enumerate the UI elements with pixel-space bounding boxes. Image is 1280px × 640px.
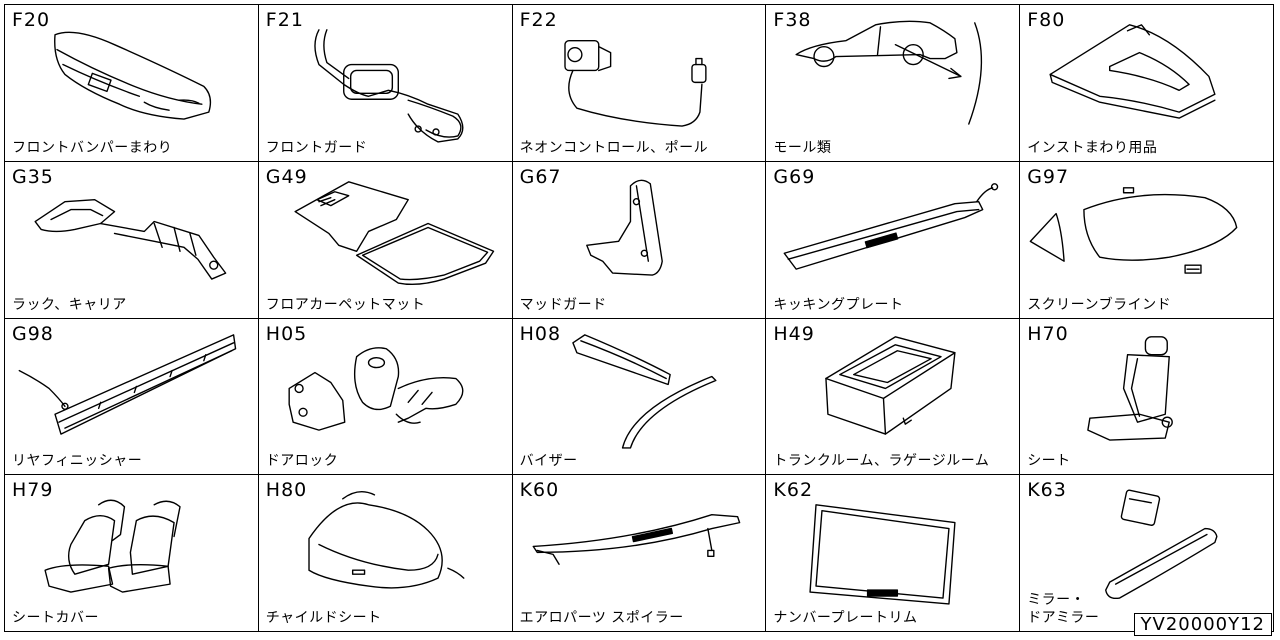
screen-blind-icon <box>1029 186 1238 274</box>
category-code: H08 <box>519 322 562 345</box>
category-label: リヤフィニッシャー <box>12 453 143 470</box>
mirror-icon <box>1105 489 1218 600</box>
category-code: H05 <box>265 322 308 345</box>
cell-h49[interactable]: H49 トランクルーム、ラゲージルーム <box>766 318 1021 476</box>
child-seat-icon <box>308 491 465 589</box>
cell-f80[interactable]: F80 インストまわり用品 <box>1020 5 1274 162</box>
category-label: スクリーンブラインド <box>1027 296 1172 313</box>
category-label: マッドガード <box>519 296 607 313</box>
front-guard-icon <box>314 29 464 143</box>
cell-f22[interactable]: F22 ネオンコントロール、ポール <box>512 5 767 162</box>
category-code: F22 <box>519 9 558 31</box>
category-label: トランクルーム、ラゲージルーム <box>773 453 990 470</box>
category-label: チャイルドシート <box>265 610 382 626</box>
rear-finisher-icon <box>18 333 237 435</box>
visor-icon <box>571 333 717 449</box>
category-code: G35 <box>12 165 54 188</box>
category-code: G97 <box>1027 165 1070 188</box>
category-label: ドアロック <box>265 453 339 470</box>
category-label: ミラー・ ドアミラー <box>1027 592 1100 626</box>
door-lock-icon <box>288 346 464 431</box>
category-label: インストまわり用品 <box>1027 139 1158 156</box>
cell-f20[interactable]: F20 フロントバンパーまわり <box>5 5 259 162</box>
category-label: シート <box>1027 453 1071 470</box>
cell-h70[interactable]: H70 シート <box>1020 318 1274 476</box>
cell-h80[interactable]: H80 チャイルドシート <box>258 475 513 632</box>
category-label: キッキングプレート <box>773 296 904 313</box>
cell-g67[interactable]: G67 マッドガード <box>512 161 767 319</box>
category-code: G98 <box>12 322 54 345</box>
category-label: ナンバープレートリム <box>773 610 918 626</box>
cell-f38[interactable]: F38 モール類 <box>766 5 1021 162</box>
catalog-id: YV20000Y12 <box>1133 613 1272 636</box>
neon-control-pole-icon <box>563 40 707 127</box>
cell-k60[interactable]: K60 エアロパーツ スポイラー <box>512 475 767 632</box>
category-label: ネオンコントロール、ポール <box>519 139 709 156</box>
category-label: フロアカーペットマット <box>265 296 426 313</box>
cell-f21[interactable]: F21 フロントガード <box>258 5 513 162</box>
category-code: F80 <box>1027 9 1066 31</box>
cell-g69[interactable]: G69 キッキングプレート <box>766 161 1021 319</box>
category-label: フロントガード <box>265 139 368 156</box>
cell-g97[interactable]: G97 スクリーンブラインド <box>1020 161 1274 319</box>
category-code: H79 <box>12 479 54 502</box>
category-code: G49 <box>265 165 308 188</box>
category-code: H49 <box>773 322 815 345</box>
category-code: K63 <box>1027 479 1067 502</box>
kicking-plate-icon <box>783 182 999 270</box>
category-label: シートカバー <box>12 610 99 626</box>
trunk-box-icon <box>825 335 956 435</box>
category-code: K60 <box>519 479 560 502</box>
floor-mat-icon <box>294 180 495 285</box>
category-code: H70 <box>1027 322 1069 345</box>
plate-rim-icon <box>809 504 956 605</box>
category-label: ラック、キャリア <box>12 296 127 313</box>
cell-h79[interactable]: H79 シートカバー <box>5 475 259 632</box>
cell-g98[interactable]: G98 リヤフィニッシャー <box>5 318 259 476</box>
category-code: G67 <box>519 165 562 188</box>
molding-icon <box>795 20 983 125</box>
instrument-panel-icon <box>1049 24 1216 119</box>
category-label: フロントバンパーまわり <box>12 139 173 156</box>
rack-carrier-icon <box>34 198 227 280</box>
category-label: モール類 <box>773 139 832 156</box>
cell-k63[interactable]: K63 ミラー・ ドアミラー <box>1020 475 1274 632</box>
category-code: G69 <box>773 165 816 188</box>
cell-g49[interactable]: G49 フロアカーペットマット <box>258 161 513 319</box>
category-label: エアロパーツ スポイラー <box>519 610 684 626</box>
category-code: F21 <box>265 9 304 31</box>
mud-guard-icon <box>585 179 663 276</box>
spoiler-icon <box>532 514 740 566</box>
cell-h08[interactable]: H08 バイザー <box>512 318 767 476</box>
category-code: K62 <box>773 479 814 502</box>
seat-icon <box>1087 335 1174 441</box>
category-code: H80 <box>265 479 308 502</box>
category-label: バイザー <box>519 453 578 470</box>
parts-category-grid: F20 フロントバンパーまわり F21 フロントガード F22 <box>4 4 1274 632</box>
seat-cover-icon <box>44 499 181 594</box>
cell-k62[interactable]: K62 ナンバープレートリム <box>766 475 1021 632</box>
cell-h05[interactable]: H05 ドアロック <box>258 318 513 476</box>
category-code: F20 <box>12 9 51 31</box>
front-bumper-icon <box>54 31 212 120</box>
cell-g35[interactable]: G35 ラック、キャリア <box>5 161 259 319</box>
category-code: F38 <box>773 9 812 31</box>
